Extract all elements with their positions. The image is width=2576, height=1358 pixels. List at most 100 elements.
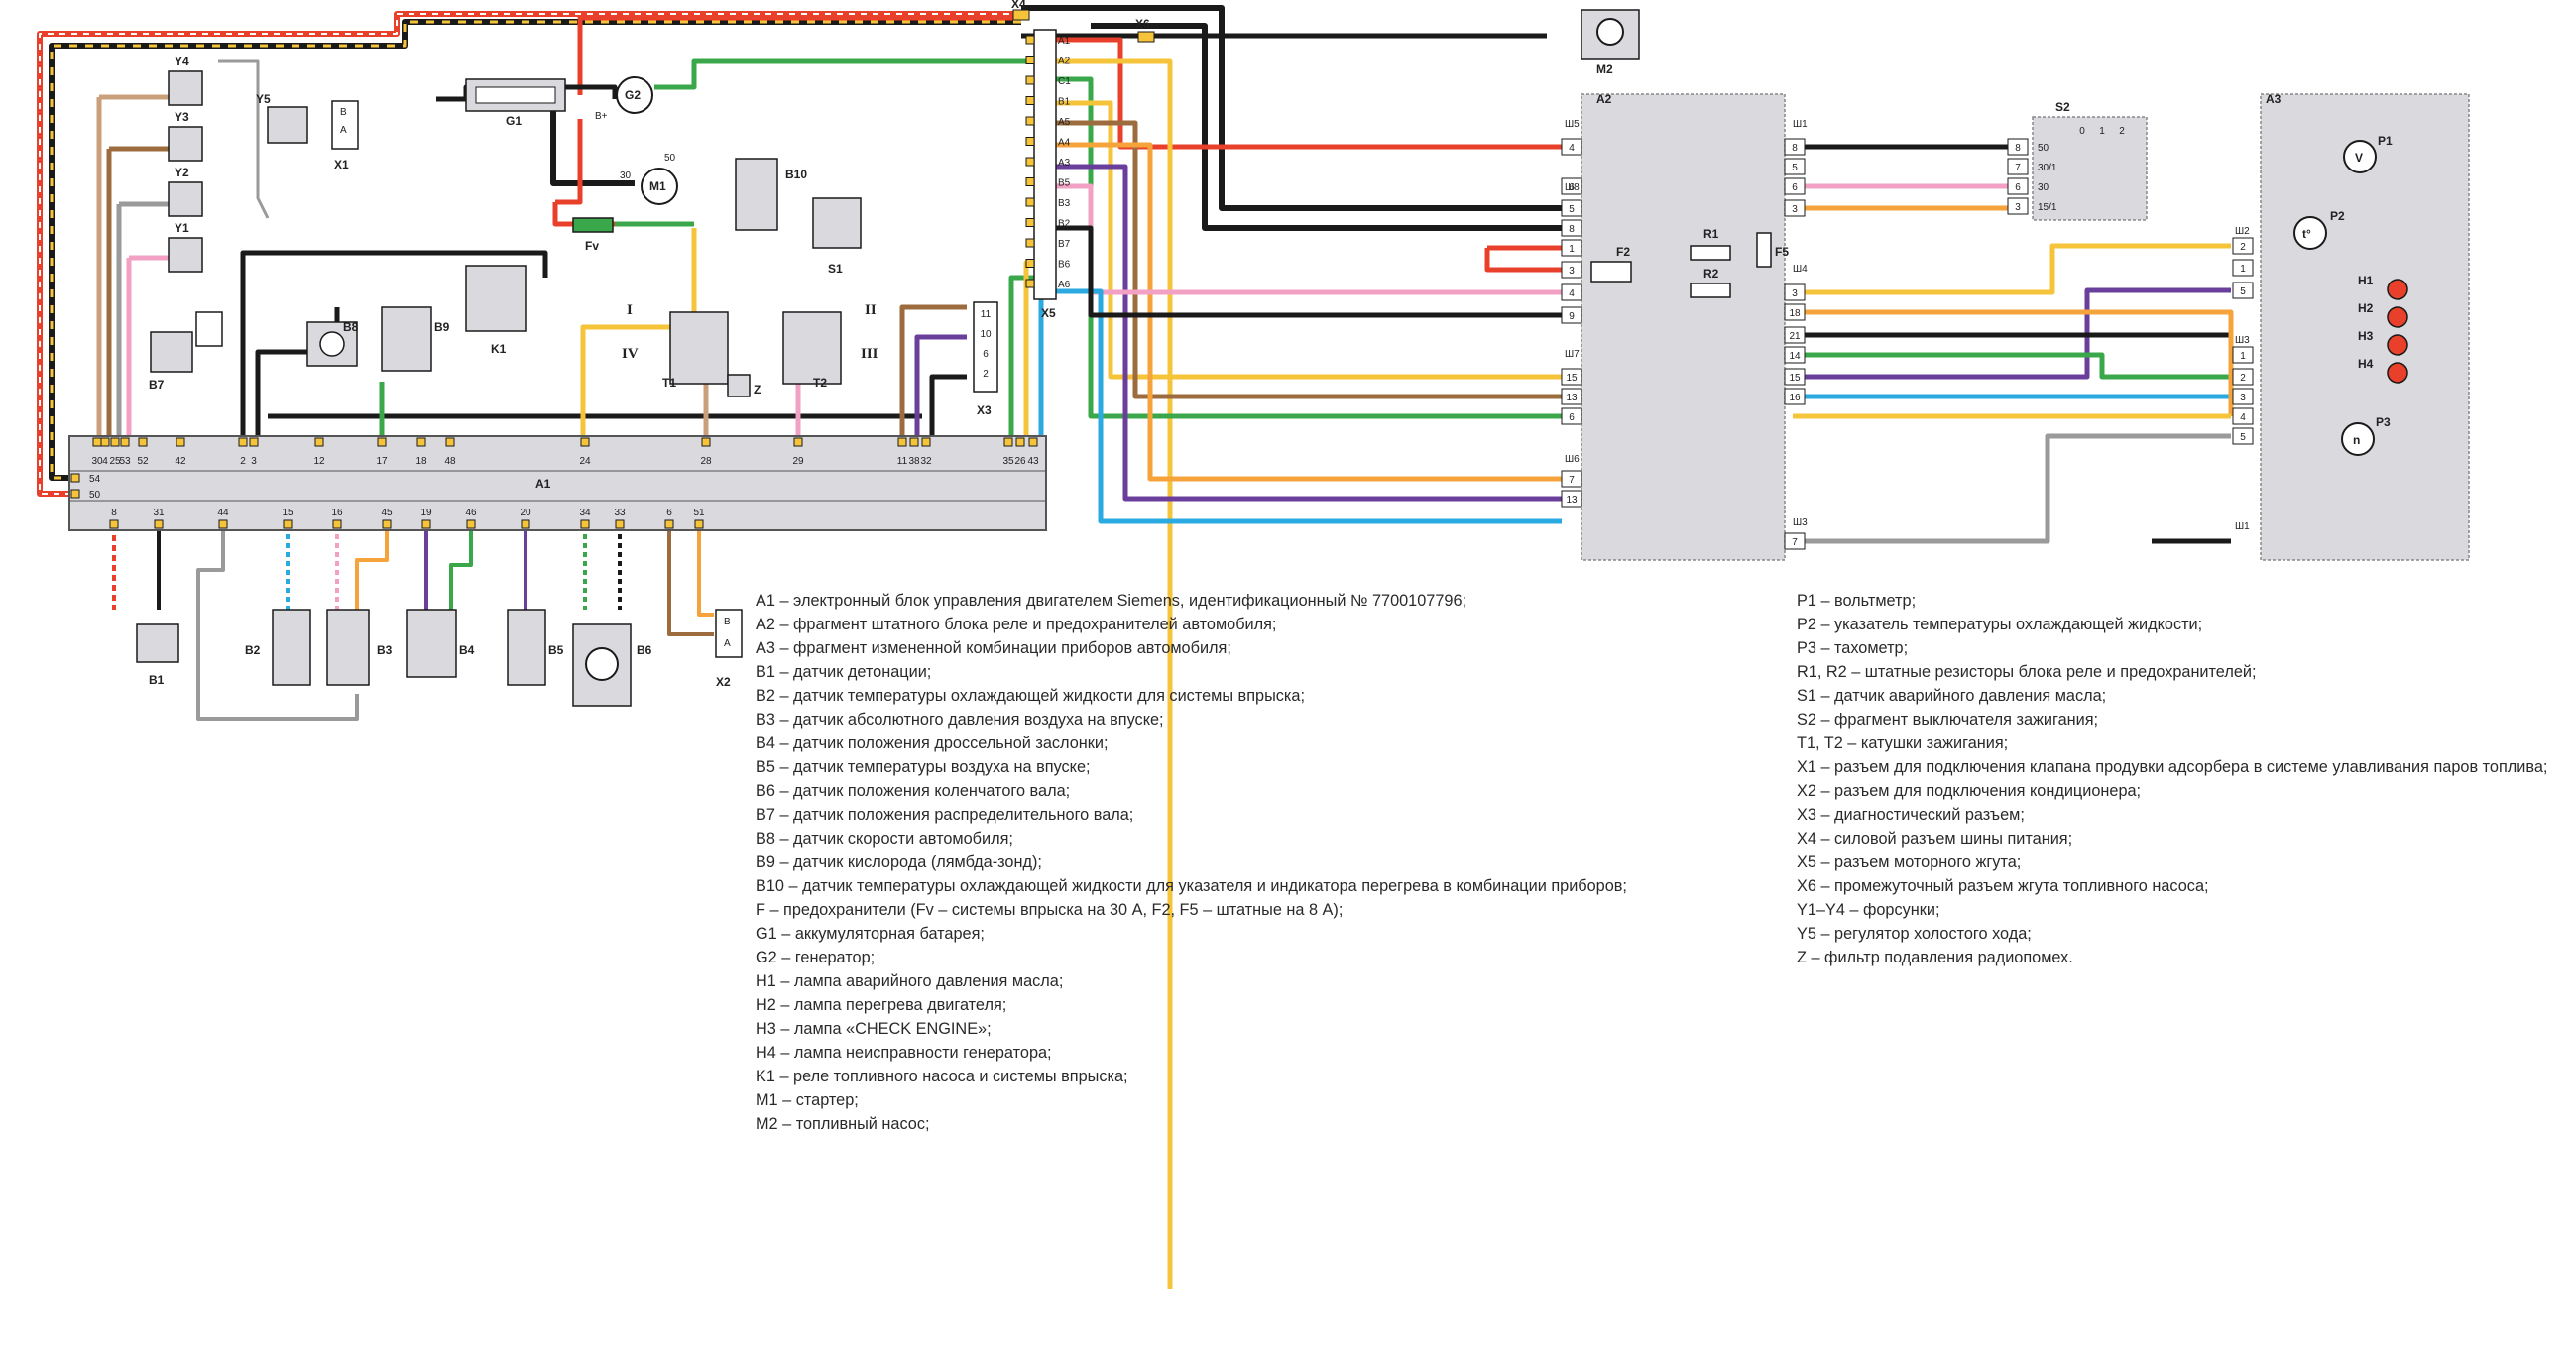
a3-pin (2232, 407, 2254, 425)
a2-left-pin (1561, 306, 1582, 324)
pin-label: 5 (2240, 432, 2246, 443)
fv-fuse: Fv (572, 217, 614, 253)
svg-text:IV: IV (622, 346, 639, 362)
legend-item: K1 – реле топливного насоса и системы вп… (756, 1068, 1128, 1085)
pin-label: 6 (1569, 412, 1575, 423)
svg-text:Y1: Y1 (175, 221, 189, 235)
b7-camshaft-sensor: B7 (149, 311, 223, 392)
legend-item: B7 – датчик положения распределительного… (756, 806, 1134, 824)
pin-label: 15 (1789, 373, 1801, 384)
s2-pin (2007, 138, 2029, 156)
svg-text:B: B (724, 617, 731, 627)
pin-terminal (1025, 75, 1035, 85)
pin-label: 15/1 (2038, 202, 2057, 213)
g1-battery: G1 (465, 78, 566, 128)
pin-label: 18 (415, 456, 427, 467)
pin-terminal (332, 519, 342, 529)
svg-text:B7: B7 (149, 378, 165, 392)
pin-label: A4 (1058, 138, 1071, 149)
pin-terminal (1025, 218, 1035, 227)
svg-text:n: n (2353, 433, 2360, 447)
pin-label: 34 (579, 508, 591, 518)
wire-multi-x5 (1008, 275, 1056, 446)
pin-label: 33 (614, 508, 626, 518)
wire-black-starter (550, 99, 635, 186)
legend-item: B9 – датчик кислорода (лямбда-зонд); (756, 853, 1042, 871)
pin-label: Ш2 (2235, 226, 2250, 237)
pin-label: 5 (1792, 163, 1798, 173)
wire-grey-shield (196, 525, 359, 721)
pin-label: 3 (2015, 202, 2021, 213)
pin-label: 16 (331, 508, 343, 518)
pin-label: 7 (1792, 537, 1798, 548)
pin-label: 3 (1792, 204, 1798, 215)
b5-air-temp-sensor: B5 (507, 609, 564, 686)
pin-label: 48 (444, 456, 456, 467)
svg-text:30: 30 (620, 170, 632, 181)
pin-label: 2 (2119, 126, 2125, 137)
pin-label: 3 (2240, 393, 2246, 403)
pin-label: 24 (579, 456, 591, 467)
pin-label: Ш4 (1793, 264, 1808, 275)
svg-text:P3: P3 (2376, 415, 2391, 429)
wire-black-yellow-loop-overlay (50, 20, 1021, 480)
legend-item: H2 – лампа перегрева двигателя; (756, 996, 1007, 1014)
y5-idle-regulator: Y5 (256, 92, 308, 144)
legend-item: B2 – датчик температуры охлаждающей жидк… (756, 687, 1305, 705)
x2-ac-connector: B A X2 (715, 609, 743, 689)
a2-left-pin (1561, 490, 1582, 508)
wire-red-x4 (577, 15, 1021, 95)
legend-item: G2 – генератор; (756, 949, 876, 966)
legend-item: H1 – лампа аварийного давления масла; (756, 972, 1064, 990)
pin-terminal (445, 437, 455, 447)
a2-right-pin (1784, 303, 1806, 321)
legend-item: P1 – вольтметр; (1797, 592, 1917, 610)
legend-item: M1 – стартер; (756, 1091, 859, 1109)
svg-text:F5: F5 (1775, 245, 1789, 259)
pin-label: 30/1 (2038, 163, 2057, 173)
pin-label: B6 (1058, 260, 1071, 271)
svg-text:H2: H2 (2358, 301, 2374, 315)
s1-oil-pressure-switch: S1 (812, 197, 862, 276)
pin-label: 8 (111, 508, 117, 518)
legend-item: B10 – датчик температуры охлаждающей жид… (756, 877, 1627, 895)
legend-item: P2 – указатель температуры охлаждающей ж… (1797, 616, 2203, 633)
a2-left-pin (1561, 239, 1582, 257)
pin-label: 1 (1569, 244, 1575, 255)
a2-right-pin (1784, 199, 1806, 217)
legend-item: A1 – электронный блок управления двигате… (756, 592, 1467, 610)
f5-fuse: F5 (1756, 232, 1789, 268)
pin-label: A2 (1058, 57, 1071, 67)
a2-right-pin (1784, 177, 1806, 195)
svg-text:B9: B9 (434, 320, 450, 334)
pin-label: 54 (89, 474, 101, 485)
svg-text:P1: P1 (2378, 134, 2393, 148)
legend-item: A3 – фрагмент измененной комбинации приб… (756, 639, 1231, 657)
pin-terminal (421, 519, 431, 529)
pin-label: B2 (1058, 219, 1071, 230)
pin-label: 8 (1569, 224, 1575, 235)
pin-terminal (664, 519, 674, 529)
svg-text:B10: B10 (785, 168, 807, 181)
legend-item: B5 – датчик температуры воздуха на впуск… (756, 758, 1091, 776)
pin-label: 16 (1789, 393, 1801, 403)
pin-terminal (909, 437, 919, 447)
svg-text:Y2: Y2 (175, 166, 189, 179)
p3-tachometer: n P3 (2341, 415, 2391, 456)
pin-label: Ш7 (1565, 349, 1580, 360)
b2-coolant-temp-sensor: B2 (245, 609, 311, 686)
pin-label: 50 (2038, 143, 2049, 154)
b3-map-sensor: B3 (326, 609, 393, 686)
pin-terminal (1025, 116, 1035, 126)
pin-label: 21 (1789, 331, 1801, 342)
svg-text:50: 50 (664, 153, 676, 164)
pin-label: 18 (1789, 308, 1801, 319)
pin-terminal (218, 519, 228, 529)
svg-text:H1: H1 (2358, 274, 2374, 287)
pin-terminal (921, 437, 931, 447)
a2-left-pin (1561, 138, 1582, 156)
